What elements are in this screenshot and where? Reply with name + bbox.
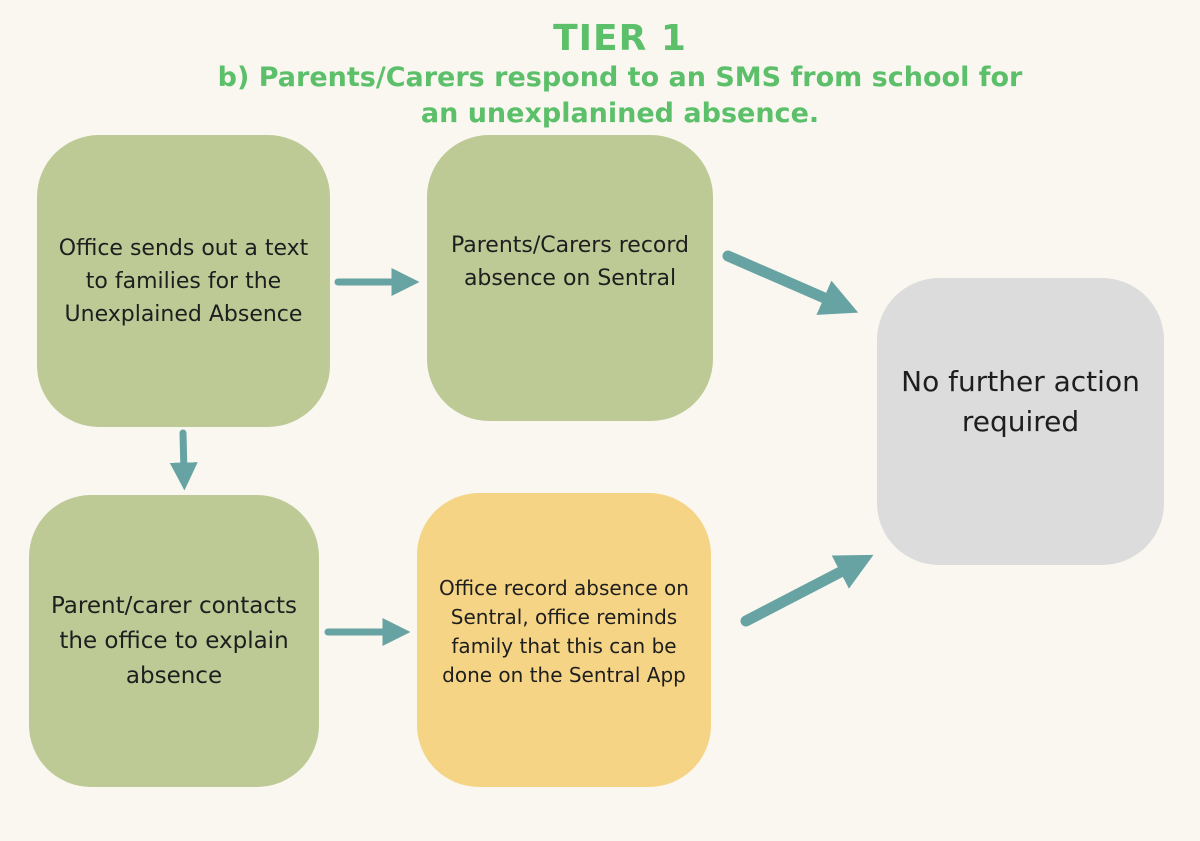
office-record-absence-box: Office record absence on Sentral, office… xyxy=(417,493,711,787)
office-sends-text-box: Office sends out a text to families for … xyxy=(37,135,330,427)
arrow-parents-record-to-no-action xyxy=(722,250,859,315)
page-title: TIER 1 xyxy=(553,18,687,59)
no-further-action-label: No further action required xyxy=(901,364,1140,438)
page-subtitle: b) Parents/Carers respond to an SMS from… xyxy=(217,62,1023,129)
parent-contacts-office-box: Parent/carer contacts the office to expl… xyxy=(29,495,319,787)
no-further-action-box: No further action required xyxy=(877,278,1164,565)
office-sends-text-label: Office sends out a text to families for … xyxy=(58,235,309,327)
office-record-absence-label: Office record absence on Sentral, office… xyxy=(439,576,689,687)
arrow-office-to-parent-contacts xyxy=(169,429,198,491)
parents-record-absence-box: Parents/Carers record absence on Sentral xyxy=(427,135,713,421)
arrow-office-record-to-no-action xyxy=(740,554,874,627)
parents-record-absence-label: Parents/Carers record absence on Sentral xyxy=(450,233,689,291)
parent-contacts-office-label: Parent/carer contacts the office to expl… xyxy=(50,592,298,689)
